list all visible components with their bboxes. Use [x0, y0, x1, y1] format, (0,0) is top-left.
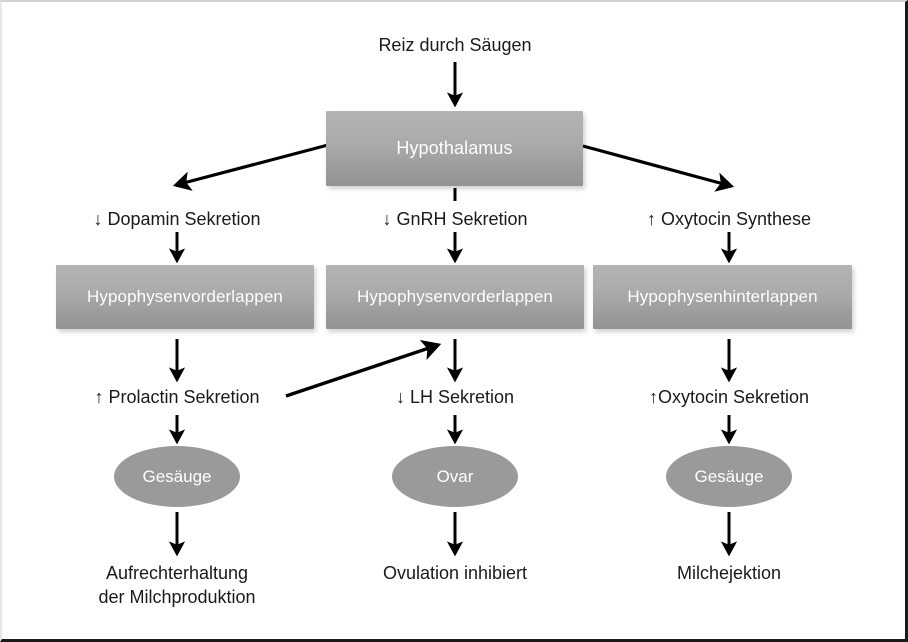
label-lh-sekretion: ↓ LH Sekretion — [395, 387, 515, 407]
outcome-ovulation-inhibiert: Ovulation inhibiert — [382, 563, 528, 583]
node-hypophysenvorderlappen-mid[interactable]: Hypophysenvorderlappen — [326, 265, 584, 329]
arrow-hypothalamus-to-dopamin — [172, 143, 329, 191]
outcome-milchejektion: Milchejektion — [676, 563, 782, 583]
node-gesaeuge-left[interactable]: Gesäuge — [114, 446, 240, 507]
label-oxytocin-synthese: ↑ Oxytocin Synthese — [646, 209, 812, 229]
node-gesaeuge-right[interactable]: Gesäuge — [666, 446, 792, 507]
node-ovar[interactable]: Ovar — [392, 446, 518, 507]
node-hypophysenhinterlappen-right[interactable]: Hypophysenhinterlappen — [593, 265, 852, 329]
stimulus-label: Reiz durch Säugen — [378, 35, 532, 55]
label-dopamin-sekretion: ↓ Dopamin Sekretion — [93, 209, 261, 229]
label-oxytocin-sekretion: ↑Oxytocin Sekretion — [648, 387, 810, 407]
label-prolactin-sekretion: ↑ Prolactin Sekretion — [94, 387, 260, 407]
node-hypothalamus[interactable]: Hypothalamus — [326, 111, 583, 186]
node-hypophysenvorderlappen-left[interactable]: Hypophysenvorderlappen — [56, 265, 314, 329]
outcome-milchproduktion: Aufrechterhaltung der Milchproduktion — [98, 563, 256, 608]
arrow-hypothalamus-to-oxytocin — [582, 144, 735, 192]
label-gnrh-sekretion: ↓ GnRH Sekretion — [382, 209, 528, 229]
